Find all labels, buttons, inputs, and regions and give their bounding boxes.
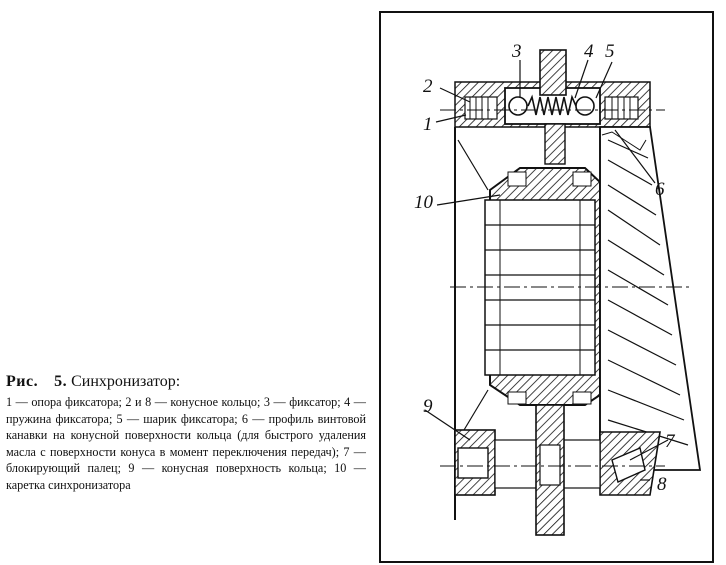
label-4: 4 [584, 41, 594, 62]
label-2: 2 [423, 76, 433, 97]
figure-caption: Рис. 5. Синхронизатор: 1 — опора фиксато… [6, 372, 366, 494]
right-cone-gear [599, 126, 702, 471]
detent-spring [527, 94, 577, 116]
caption-number: 5. [54, 373, 68, 390]
caption-prefix: Рис. [6, 373, 39, 390]
caption-heading: Синхронизатор: [71, 373, 181, 390]
label-7: 7 [665, 431, 676, 452]
detent-assembly [504, 87, 601, 125]
caption-title: Рис. 5. Синхронизатор: [6, 372, 366, 392]
label-9: 9 [423, 396, 433, 417]
label-1: 1 [423, 114, 433, 135]
label-3: 3 [511, 41, 522, 62]
caption-text: 1 — опора фиксатора; 2 и 8 — конусное ко… [6, 395, 366, 492]
label-8: 8 [657, 474, 667, 495]
drawing-frame [379, 11, 714, 563]
label-5: 5 [605, 41, 615, 62]
detent-ball [508, 96, 528, 116]
label-10: 10 [414, 192, 434, 213]
label-6: 6 [655, 179, 665, 200]
fork-lug-top [539, 49, 567, 96]
leader-lines [424, 59, 669, 481]
